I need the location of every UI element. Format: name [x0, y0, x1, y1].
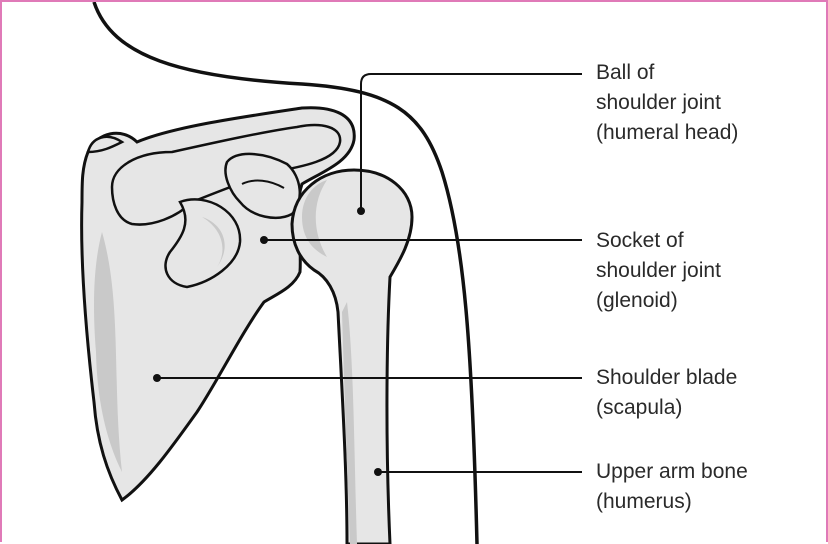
- label-line: Shoulder blade: [596, 363, 737, 393]
- label-line: Ball of: [596, 58, 738, 88]
- label-glenoid: Socket of shoulder joint (glenoid): [596, 226, 721, 316]
- label-line: (glenoid): [596, 286, 721, 316]
- label-line: shoulder joint: [596, 256, 721, 286]
- label-line: Upper arm bone: [596, 457, 748, 487]
- label-line: Socket of: [596, 226, 721, 256]
- label-line: shoulder joint: [596, 88, 738, 118]
- label-line: (humeral head): [596, 118, 738, 148]
- label-line: (humerus): [596, 487, 748, 517]
- label-humerus: Upper arm bone (humerus): [596, 457, 748, 517]
- label-scapula: Shoulder blade (scapula): [596, 363, 737, 423]
- label-line: (scapula): [596, 393, 737, 423]
- label-humeral-head: Ball of shoulder joint (humeral head): [596, 58, 738, 148]
